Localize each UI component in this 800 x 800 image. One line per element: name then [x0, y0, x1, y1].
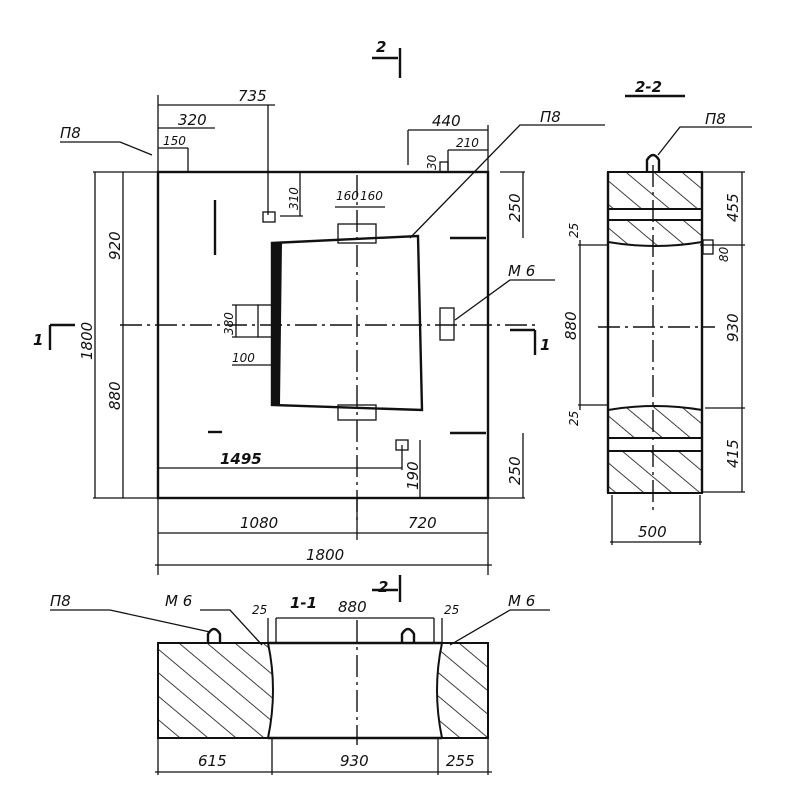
- note-m6-left: М 6: [165, 592, 192, 610]
- opening-edge: [272, 243, 282, 405]
- dim-720: 720: [408, 514, 437, 532]
- embedded-part-top: [337, 223, 377, 244]
- note-p8-section22: П8: [705, 110, 726, 128]
- dim-150: 150: [163, 134, 186, 148]
- slab-outline: [156, 170, 490, 500]
- dim-1800-vertical: 1800: [78, 322, 96, 360]
- section-mark-top: 2: [376, 38, 386, 56]
- section-mark-right: 1: [540, 336, 550, 354]
- dim-320: 320: [178, 111, 207, 129]
- dim-1800-horizontal: 1800: [306, 546, 344, 564]
- dim-255: 255: [446, 752, 475, 770]
- dim-920: 920: [106, 231, 124, 260]
- note-m6-right: М 6: [508, 592, 535, 610]
- dim-210: 210: [456, 136, 479, 150]
- plan-view: 2 2 1 1 П8 П8 М 6 735 320 150 440 210 30…: [33, 38, 605, 602]
- dim-25-bottom: 25: [567, 411, 581, 426]
- embedded-part-left: [257, 304, 273, 338]
- dim-310: 310: [287, 187, 301, 210]
- m6-part-right: [439, 307, 455, 341]
- dim-380: 380: [222, 312, 236, 335]
- note-p8-section11: П8: [50, 592, 71, 610]
- dim-30: 30: [425, 154, 439, 170]
- dim-930-section22: 930: [724, 313, 742, 342]
- dim-500: 500: [638, 523, 667, 541]
- dim-880-section22: 880: [562, 311, 580, 340]
- dim-880: 880: [106, 381, 124, 410]
- embedded-plate-310: [262, 211, 276, 223]
- dim-250-top: 250: [506, 193, 524, 222]
- dim-25-top: 25: [567, 223, 581, 238]
- dim-1080: 1080: [240, 514, 278, 532]
- dim-80: 80: [717, 246, 731, 262]
- section-title-2-2: 2-2: [635, 78, 662, 96]
- dim-25-left: 25: [252, 603, 267, 617]
- dim-930-section11: 930: [340, 752, 369, 770]
- section-2-2: 2-2 П8 455 25 80 880 930 25 415 500: [562, 78, 752, 545]
- dim-160-a: 160: [336, 189, 359, 203]
- dim-455: 455: [724, 193, 742, 222]
- lifting-loop-right: [439, 161, 449, 173]
- section-title-1-1: 1-1: [290, 594, 317, 612]
- dim-880-section11: 880: [338, 598, 367, 616]
- dim-160-b: 160: [360, 189, 383, 203]
- embedded-part-bottom: [337, 404, 377, 421]
- note-m6-plan: М 6: [508, 262, 535, 280]
- section-1-1: 1-1 П8 М 6 М 6 25 880 25 615 930 255: [50, 592, 550, 775]
- dim-440: 440: [432, 112, 461, 130]
- note-p8-right: П8: [540, 108, 561, 126]
- dim-735: 735: [238, 87, 267, 105]
- lifting-loop: [645, 153, 661, 172]
- dim-1495: 1495: [220, 450, 262, 468]
- dim-415: 415: [724, 439, 742, 468]
- dim-615: 615: [198, 752, 227, 770]
- dim-25-right: 25: [444, 603, 459, 617]
- dim-190: 190: [404, 461, 422, 490]
- dim-250-bottom: 250: [506, 456, 524, 485]
- lifting-loop-left: [206, 627, 222, 643]
- dim-100: 100: [232, 351, 255, 365]
- opening-outline: [270, 234, 424, 412]
- section-mark-left: 1: [33, 331, 43, 349]
- lifting-loop-right: [400, 627, 416, 643]
- note-p8-left: П8: [60, 124, 81, 142]
- section-mark-bottom: 2: [378, 578, 388, 596]
